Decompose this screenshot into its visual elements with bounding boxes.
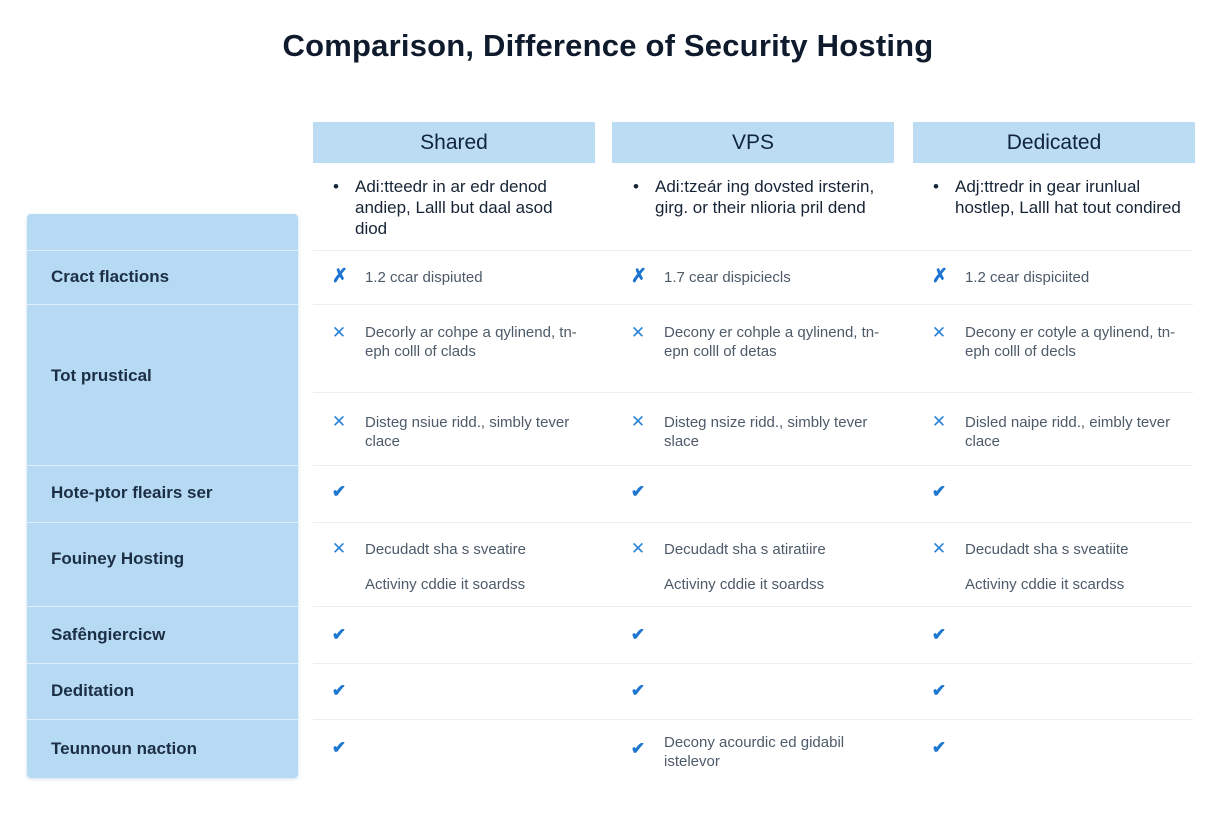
cell-text: Decony er cotyle a qylinend, tn-eph coll… [965,324,1176,360]
sidebar-divider [27,663,298,664]
row-label-deditation: Deditation [51,681,135,700]
cell-text: Decony er cohple a qylinend, tn-epn coll… [664,324,880,360]
cell-text: Decony acourdic ed gidabil istelevor [664,734,845,770]
row-divider [313,250,1193,251]
check-icon: ✔ [630,739,646,758]
row-label-sidebar [27,214,298,778]
x-icon: ✕ [931,323,947,342]
check-icon: ✔ [931,738,947,757]
x-icon: ✕ [931,539,947,558]
cell-text: Decudadt sha s atiratiire [664,541,826,558]
x-icon: ✕ [630,539,646,558]
sidebar-divider [27,522,298,523]
cell-text: Disteg nsiue ridd., simbly tever clace [365,414,570,450]
check-icon: ✔ [931,625,947,644]
check-icon: ✔ [931,681,947,700]
cell-text: 1.7 cear dispiciecls [664,269,791,286]
shared-summary-bullet: Adi:tteedr in ar edr denod andiep, Lalll… [333,176,583,239]
column-header-dedicated: Dedicated [913,122,1195,163]
cell-text: 1.2 cear dispiciited [965,269,1090,286]
cross-icon: ✗ [932,266,948,287]
row-label-teunnoun-naction: Teunnoun naction [51,739,198,758]
check-icon: ✔ [630,625,646,644]
sidebar-divider [27,304,298,305]
row-divider [313,663,1193,664]
row-label-hote-ptor: Hote-ptor fleairs ser [51,483,213,502]
cell-text: 1.2 ccar dispiuted [365,269,483,286]
check-icon: ✔ [331,738,347,757]
cell-text: Activiny cddie it scardss [965,576,1125,593]
check-icon: ✔ [331,625,347,644]
cell-text: Decorly ar cohpe a qylinend, tn-eph coll… [365,324,577,360]
cell-text: Decudadt sha s sveatiite [965,541,1129,558]
row-divider [313,304,1193,305]
x-icon: ✕ [630,412,646,431]
row-divider [313,392,1193,393]
x-icon: ✕ [331,323,347,342]
page-title: Comparison, Difference of Security Hosti… [282,28,934,63]
row-label-fouiney-hosting: Fouiney Hosting [51,549,185,568]
check-icon: ✔ [931,482,947,501]
cell-text: Decudadt sha s sveatire [365,541,526,558]
cell-text: Disteg nsize ridd., simbly tever slace [664,414,868,450]
cell-text: Activiny cddie it soardss [664,576,825,593]
row-divider [313,522,1193,523]
dedicated-summary-bullet: Adj:ttredr in gear irunlual hostlep, Lal… [933,176,1183,218]
cell-text: Disled naipe ridd., eimbly tever clace [965,414,1171,450]
vps-summary-bullet: Adi:tzeár ing dovsted irsterin, girg. or… [633,176,883,218]
x-icon: ✕ [630,323,646,342]
x-icon: ✕ [331,412,347,431]
check-icon: ✔ [331,482,347,501]
x-icon: ✕ [331,539,347,558]
row-label-safengiercicw: Safêngiercicw [51,625,166,644]
sidebar-divider [27,606,298,607]
row-label-tot-prustical: Tot prustical [51,366,152,385]
row-divider [313,465,1193,466]
sidebar-divider [27,719,298,720]
column-header-shared: Shared [313,122,595,163]
row-divider [313,606,1193,607]
cross-icon: ✗ [631,266,647,287]
row-divider [313,719,1193,720]
column-header-vps: VPS [612,122,894,163]
check-icon: ✔ [331,681,347,700]
check-icon: ✔ [630,681,646,700]
sidebar-divider [27,465,298,466]
x-icon: ✕ [931,412,947,431]
cell-text: Activiny cddie it soardss [365,576,526,593]
cross-icon: ✗ [332,266,348,287]
sidebar-divider [27,250,298,251]
check-icon: ✔ [630,482,646,501]
row-label-cract-flactions: Cract flactions [51,267,170,286]
